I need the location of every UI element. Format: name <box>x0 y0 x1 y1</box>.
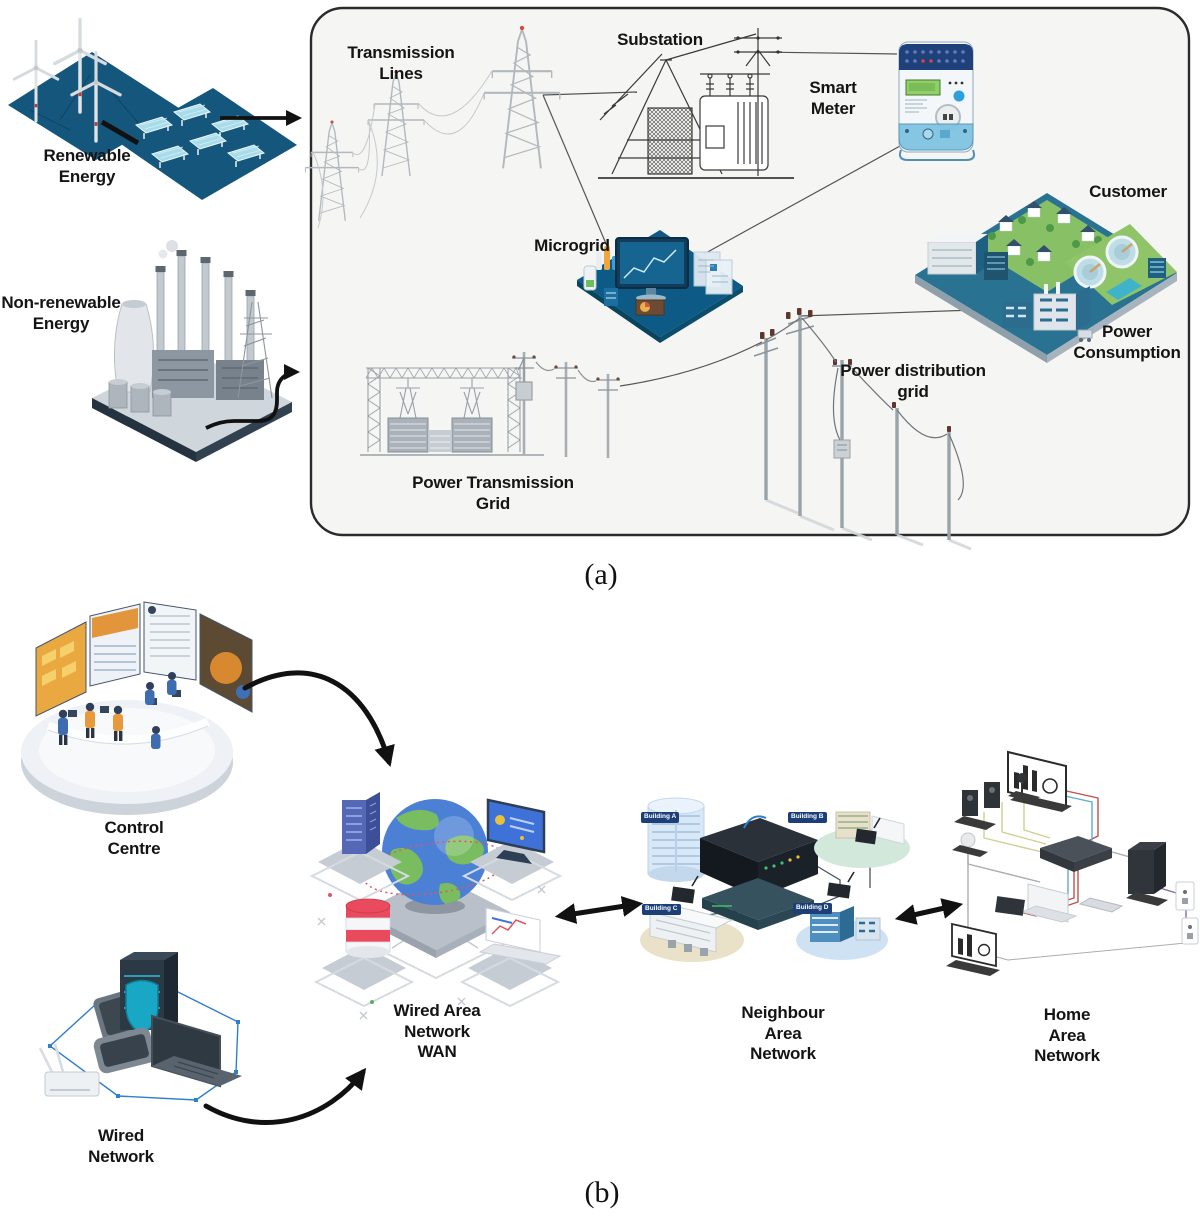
nan-switch-buildings <box>640 797 910 962</box>
customer-label: Customer <box>1089 182 1167 201</box>
caption-b: (b) <box>584 1176 620 1209</box>
han-label: Home Area Network <box>1034 1005 1100 1066</box>
microgrid-label: Microgrid <box>534 236 610 255</box>
microgrid-platform <box>577 230 743 343</box>
caption-a: (a) <box>584 558 618 591</box>
wan-globe-platform <box>309 792 563 1020</box>
nan-han-double-arrow <box>894 898 964 925</box>
nonrenewable-arrow <box>205 364 300 430</box>
renewable-energy-label: Renewable Energy <box>43 146 131 186</box>
power-distribution-grid-label: Power distribution grid <box>840 361 986 401</box>
solar-panel-farm <box>118 88 297 200</box>
power-transmission-grid-label: Power Transmission Grid <box>412 473 574 513</box>
smart-meter-label: Smart Meter <box>809 78 857 118</box>
wired-to-wan-arrow <box>203 1067 367 1125</box>
building-c-tag: Building C <box>642 904 681 915</box>
customer-city-block <box>915 193 1177 363</box>
wired-devices-cluster <box>38 952 242 1102</box>
control-room <box>21 601 253 815</box>
substation-drawing <box>598 28 794 179</box>
building-b-tag: Building B <box>788 812 827 823</box>
building-a-tag: Building A <box>641 812 680 823</box>
control-to-wan-arrow <box>242 670 395 768</box>
substation-label: Substation <box>617 30 703 49</box>
distribution-poles <box>753 308 972 551</box>
control-centre-label: Control Centre <box>104 818 164 858</box>
transmission-towers <box>304 24 561 229</box>
power-consumption-label: Power Consumption <box>1073 322 1181 362</box>
han-home-devices <box>946 750 1199 976</box>
wan-nan-double-arrow <box>554 896 644 924</box>
renewable-arrow <box>100 110 302 146</box>
nan-label: Neighbour Area Network <box>741 1003 825 1064</box>
wired-network-label: Wired Network <box>88 1126 154 1166</box>
nonrenewable-energy-label: Non-renewable Energy <box>1 293 121 333</box>
building-d-tag: Building D <box>793 903 832 914</box>
smart-meter-device <box>898 41 976 161</box>
transmission-lines-label: Transmission Lines <box>347 43 455 83</box>
fossil-power-plant <box>92 240 292 462</box>
wan-label: Wired Area Network WAN <box>393 1001 481 1062</box>
power-transmission-gantry <box>360 352 620 458</box>
